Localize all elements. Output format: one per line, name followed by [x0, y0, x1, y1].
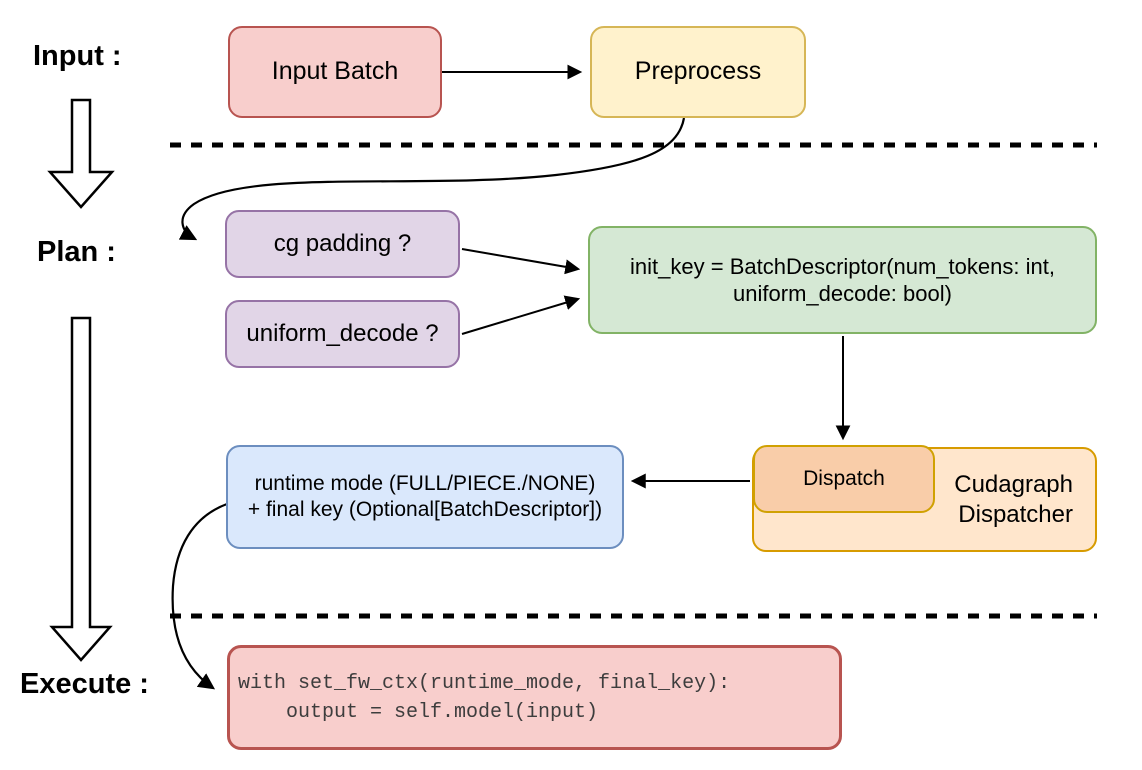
node-cudagraph-dispatcher-line1: Cudagraph	[954, 470, 1073, 498]
arrow-uniform-decode-to-init-key	[461, 295, 581, 335]
node-init-key-line2: uniform_decode: bool)	[733, 281, 952, 306]
node-input-batch: Input Batch	[228, 26, 442, 118]
node-runtime-mode-line1: runtime mode (FULL/PIECE./NONE)	[254, 471, 596, 495]
node-cudagraph-dispatcher-line2: Dispatcher	[958, 500, 1073, 528]
arrow-preprocess-to-cg-padding	[178, 117, 686, 241]
node-cg-padding-label: cg padding ?	[273, 230, 412, 257]
node-preprocess-label: Preprocess	[634, 57, 762, 86]
node-cg-padding: cg padding ?	[225, 210, 460, 278]
arrow-cg-padding-to-init-key	[461, 248, 581, 275]
hollow-arrow-plan-to-execute	[49, 316, 113, 662]
node-uniform-decode-label: uniform_decode ?	[246, 320, 439, 347]
arrow-runtime-mode-to-execute-code	[171, 502, 228, 690]
section-label-plan: Plan :	[37, 236, 116, 268]
node-input-batch-label: Input Batch	[271, 57, 399, 86]
execute-code-line2: output = self.model(input)	[238, 700, 599, 724]
node-init-key-line1: init_key = BatchDescriptor(num_tokens: i…	[630, 253, 1055, 279]
node-dispatch: Dispatch	[753, 445, 935, 513]
section-label-execute: Execute :	[20, 668, 149, 700]
node-runtime-mode-line2: + final key (Optional[BatchDescriptor])	[247, 498, 603, 521]
execute-code-line1: with set_fw_ctx(runtime_mode, final_key)…	[238, 671, 731, 695]
section-label-input: Input :	[33, 40, 122, 72]
node-dispatch-label: Dispatch	[803, 466, 885, 490]
node-init-key: init_key = BatchDescriptor(num_tokens: i…	[588, 226, 1097, 334]
node-runtime-mode: runtime mode (FULL/PIECE./NONE) + final …	[226, 445, 624, 549]
hollow-arrow-input-to-plan	[47, 98, 115, 209]
node-preprocess: Preprocess	[590, 26, 806, 118]
node-uniform-decode: uniform_decode ?	[225, 300, 460, 368]
node-execute-code: with set_fw_ctx(runtime_mode, final_key)…	[227, 645, 842, 750]
